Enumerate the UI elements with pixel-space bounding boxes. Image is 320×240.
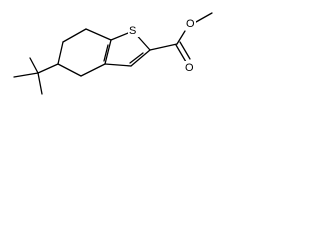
bond-c2-carbonyl	[149, 43, 178, 51]
bond-ester-o-methyl	[195, 12, 213, 23]
bond-carbonyl-o-double-b	[179, 41, 191, 60]
bond-c2-c3	[130, 49, 151, 67]
bond-tbu-methyl-top	[29, 57, 39, 74]
sulfur-label: S	[129, 25, 136, 37]
bond-c6-c7	[62, 28, 87, 43]
bond-tbu-to-ring	[37, 63, 59, 74]
carbonyl-oxygen-label-bg	[184, 61, 195, 74]
bond-c2-c3-inner	[129, 52, 144, 64]
bond-carbonyl-ester-o	[176, 30, 186, 45]
bond-c7-c7a	[85, 28, 112, 41]
carbonyl-oxygen-label: O	[185, 62, 194, 74]
bond-c3a-c4	[80, 63, 106, 77]
bond-c3-c3a	[104, 63, 132, 67]
bond-tbu-methyl-bottom	[37, 72, 43, 95]
bond-tbu-methyl-left	[13, 72, 39, 78]
bond-c7a-c3a	[104, 39, 112, 65]
bond-c7a-c3a-inner	[103, 44, 109, 62]
sulfur-label-bg	[128, 24, 139, 37]
bond-c4-c5	[57, 63, 82, 77]
ester-oxygen-label-bg	[185, 17, 196, 30]
structure-canvas: S O O	[0, 0, 236, 109]
molecule-drawing: S O O	[13, 12, 213, 95]
bond-carbonyl-o-double-a	[175, 44, 187, 63]
bond-c5-c6	[57, 41, 64, 65]
ester-oxygen-label: O	[186, 18, 195, 30]
